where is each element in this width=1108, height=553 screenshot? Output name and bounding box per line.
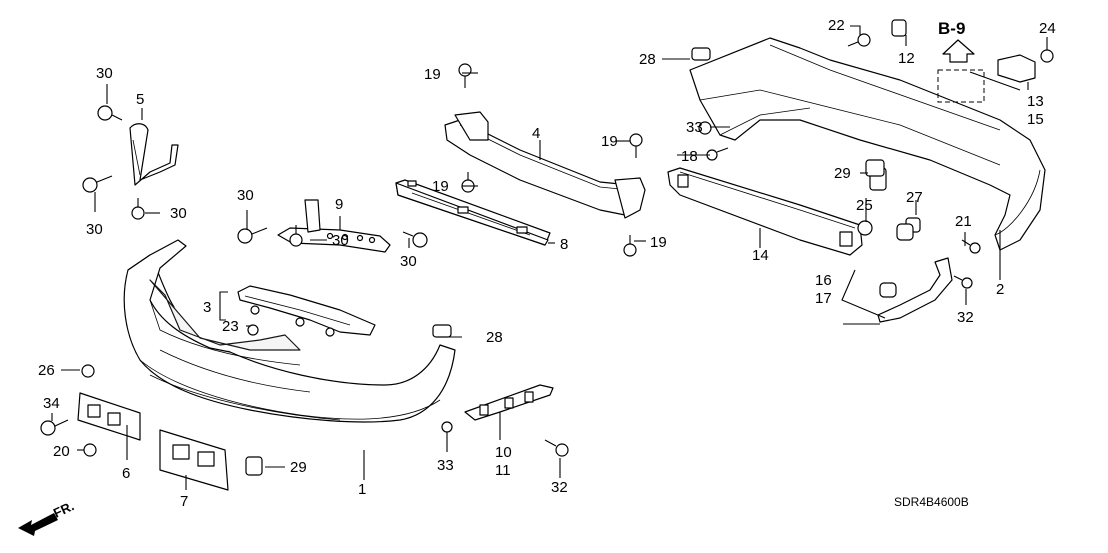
front-direction-label: FR. [51,498,76,520]
bolt-icon [847,33,871,47]
screw-icon [706,147,729,161]
callout-30f[interactable]: 30 [400,253,417,270]
front-reinforcement-beam-part-4[interactable] [444,111,646,219]
callout-9[interactable]: 9 [335,196,343,213]
leader-lines [51,25,1048,490]
callout-4[interactable]: 4 [532,125,540,142]
callout-30b[interactable]: 30 [86,221,103,238]
bolt-icon [131,198,145,220]
nut-icon [81,364,95,378]
nut-icon [698,121,712,135]
callout-30d[interactable]: 30 [237,187,254,204]
bolt-icon [629,133,643,158]
front-spacer-bracket-part-9[interactable] [277,199,391,253]
callout-32a[interactable]: 32 [551,479,568,496]
license-plate-frame-part-7[interactable] [159,429,229,491]
callout-29b[interactable]: 29 [290,459,307,476]
callout-labels: 1 2 3 4 5 6 7 8 9 10 11 12 13 14 15 16 1… [38,17,1056,510]
nut-icon [857,220,873,236]
callout-27[interactable]: 27 [906,189,923,206]
callout-13[interactable]: 13 [1027,93,1044,110]
front-absorber-part-8[interactable] [395,179,551,246]
callout-12[interactable]: 12 [898,50,915,67]
nut-icon [1040,49,1054,63]
front-direction-indicator: FR. [18,498,76,536]
callout-6[interactable]: 6 [122,465,130,482]
reference-b9[interactable]: B-9 [937,19,1021,103]
callout-33a[interactable]: 33 [686,119,703,136]
bolt-icon [458,63,472,88]
bolt-icon [402,231,428,248]
callout-19a[interactable]: 19 [424,66,441,83]
callout-10[interactable]: 10 [495,444,512,461]
callout-19d[interactable]: 19 [650,234,667,251]
callout-7[interactable]: 7 [180,493,188,510]
clip-icon [891,19,907,37]
callout-23[interactable]: 23 [222,318,239,335]
callout-30a[interactable]: 30 [96,65,113,82]
bolt-icon [289,225,303,247]
bolt-icon [83,443,97,457]
clip-icon [691,47,711,61]
callout-8[interactable]: 8 [560,236,568,253]
callout-22[interactable]: 22 [828,17,845,34]
callout-16[interactable]: 16 [815,272,832,289]
reference-label: B-9 [938,19,965,38]
bolt-icon [461,172,475,193]
callout-11[interactable]: 11 [495,462,511,479]
callout-29a[interactable]: 29 [834,165,851,182]
bolt-icon [623,235,637,257]
screw-icon [544,439,569,457]
callout-30e[interactable]: 30 [332,232,349,249]
callout-34[interactable]: 34 [43,395,60,412]
license-plate-base-part-6[interactable] [77,392,141,441]
callout-33b[interactable]: 33 [437,457,454,474]
callout-32b[interactable]: 32 [957,309,974,326]
callout-19b[interactable]: 19 [432,178,449,195]
rear-side-bracket[interactable] [877,257,953,323]
callout-28a[interactable]: 28 [639,51,656,68]
front-bumper-upper-beam-part-3[interactable] [237,285,376,337]
callout-17[interactable]: 17 [815,290,832,307]
callout-1[interactable]: 1 [358,481,366,498]
rear-bumper-bracket-part-13-15[interactable] [997,54,1036,83]
screw-icon [441,421,453,433]
callout-20[interactable]: 20 [53,443,70,460]
clip-icon [896,223,914,241]
callout-25[interactable]: 25 [856,197,873,214]
callout-21[interactable]: 21 [955,213,972,230]
bolt-icon [40,419,69,436]
callout-24[interactable]: 24 [1039,20,1056,37]
clip-icon [432,324,452,338]
clip-icon [865,159,885,177]
front-side-bracket-part-5[interactable] [129,123,179,186]
bolt-icon [82,175,113,193]
callout-18[interactable]: 18 [681,148,698,165]
rear-bumper-part-2[interactable] [689,37,1046,251]
callout-14[interactable]: 14 [752,247,769,264]
callout-2[interactable]: 2 [996,281,1004,298]
screw-icon [961,239,981,254]
front-arrow-icon [18,513,58,536]
callout-3[interactable]: 3 [203,299,211,316]
rear-reinforcement-beam-part-14[interactable] [667,167,863,256]
front-bumper-part-1[interactable] [123,239,456,423]
callout-5[interactable]: 5 [136,91,144,108]
clip-icon [879,282,897,298]
bolt-icon [247,324,259,336]
callout-30c[interactable]: 30 [170,205,187,222]
diagram-code: SDR4B4600B [894,495,969,509]
callout-26[interactable]: 26 [38,362,55,379]
callout-28b[interactable]: 28 [486,329,503,346]
callout-19c[interactable]: 19 [601,133,618,150]
bolt-icon [97,105,123,121]
up-arrow-icon [942,39,975,63]
bolt-icon [237,227,268,244]
clip-icon [245,456,263,476]
callout-15[interactable]: 15 [1027,111,1044,128]
front-side-spacer-part-10-11[interactable] [464,384,554,421]
screw-icon [953,275,973,289]
